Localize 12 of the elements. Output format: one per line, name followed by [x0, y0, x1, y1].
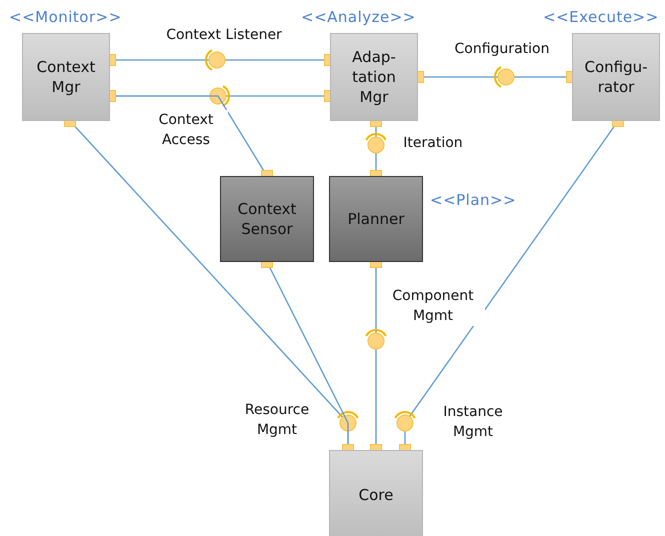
component-box [220, 176, 314, 262]
stereotype-label: <<Analyze>> [301, 8, 416, 26]
component-name: Adap- tation Mgr [351, 47, 397, 107]
component-name: Configu- rator [583, 57, 649, 97]
component-name: Planner [348, 209, 404, 229]
component-box [329, 450, 423, 536]
component-name: Core [358, 485, 394, 505]
stereotype-label: <<Execute>> [543, 8, 659, 26]
component-name: Context Mgr [36, 57, 96, 97]
stereotype-label: <<Plan>> [430, 191, 516, 209]
stereotype-label: <<Monitor>> [9, 8, 122, 26]
component-name: Context Sensor [236, 199, 298, 239]
